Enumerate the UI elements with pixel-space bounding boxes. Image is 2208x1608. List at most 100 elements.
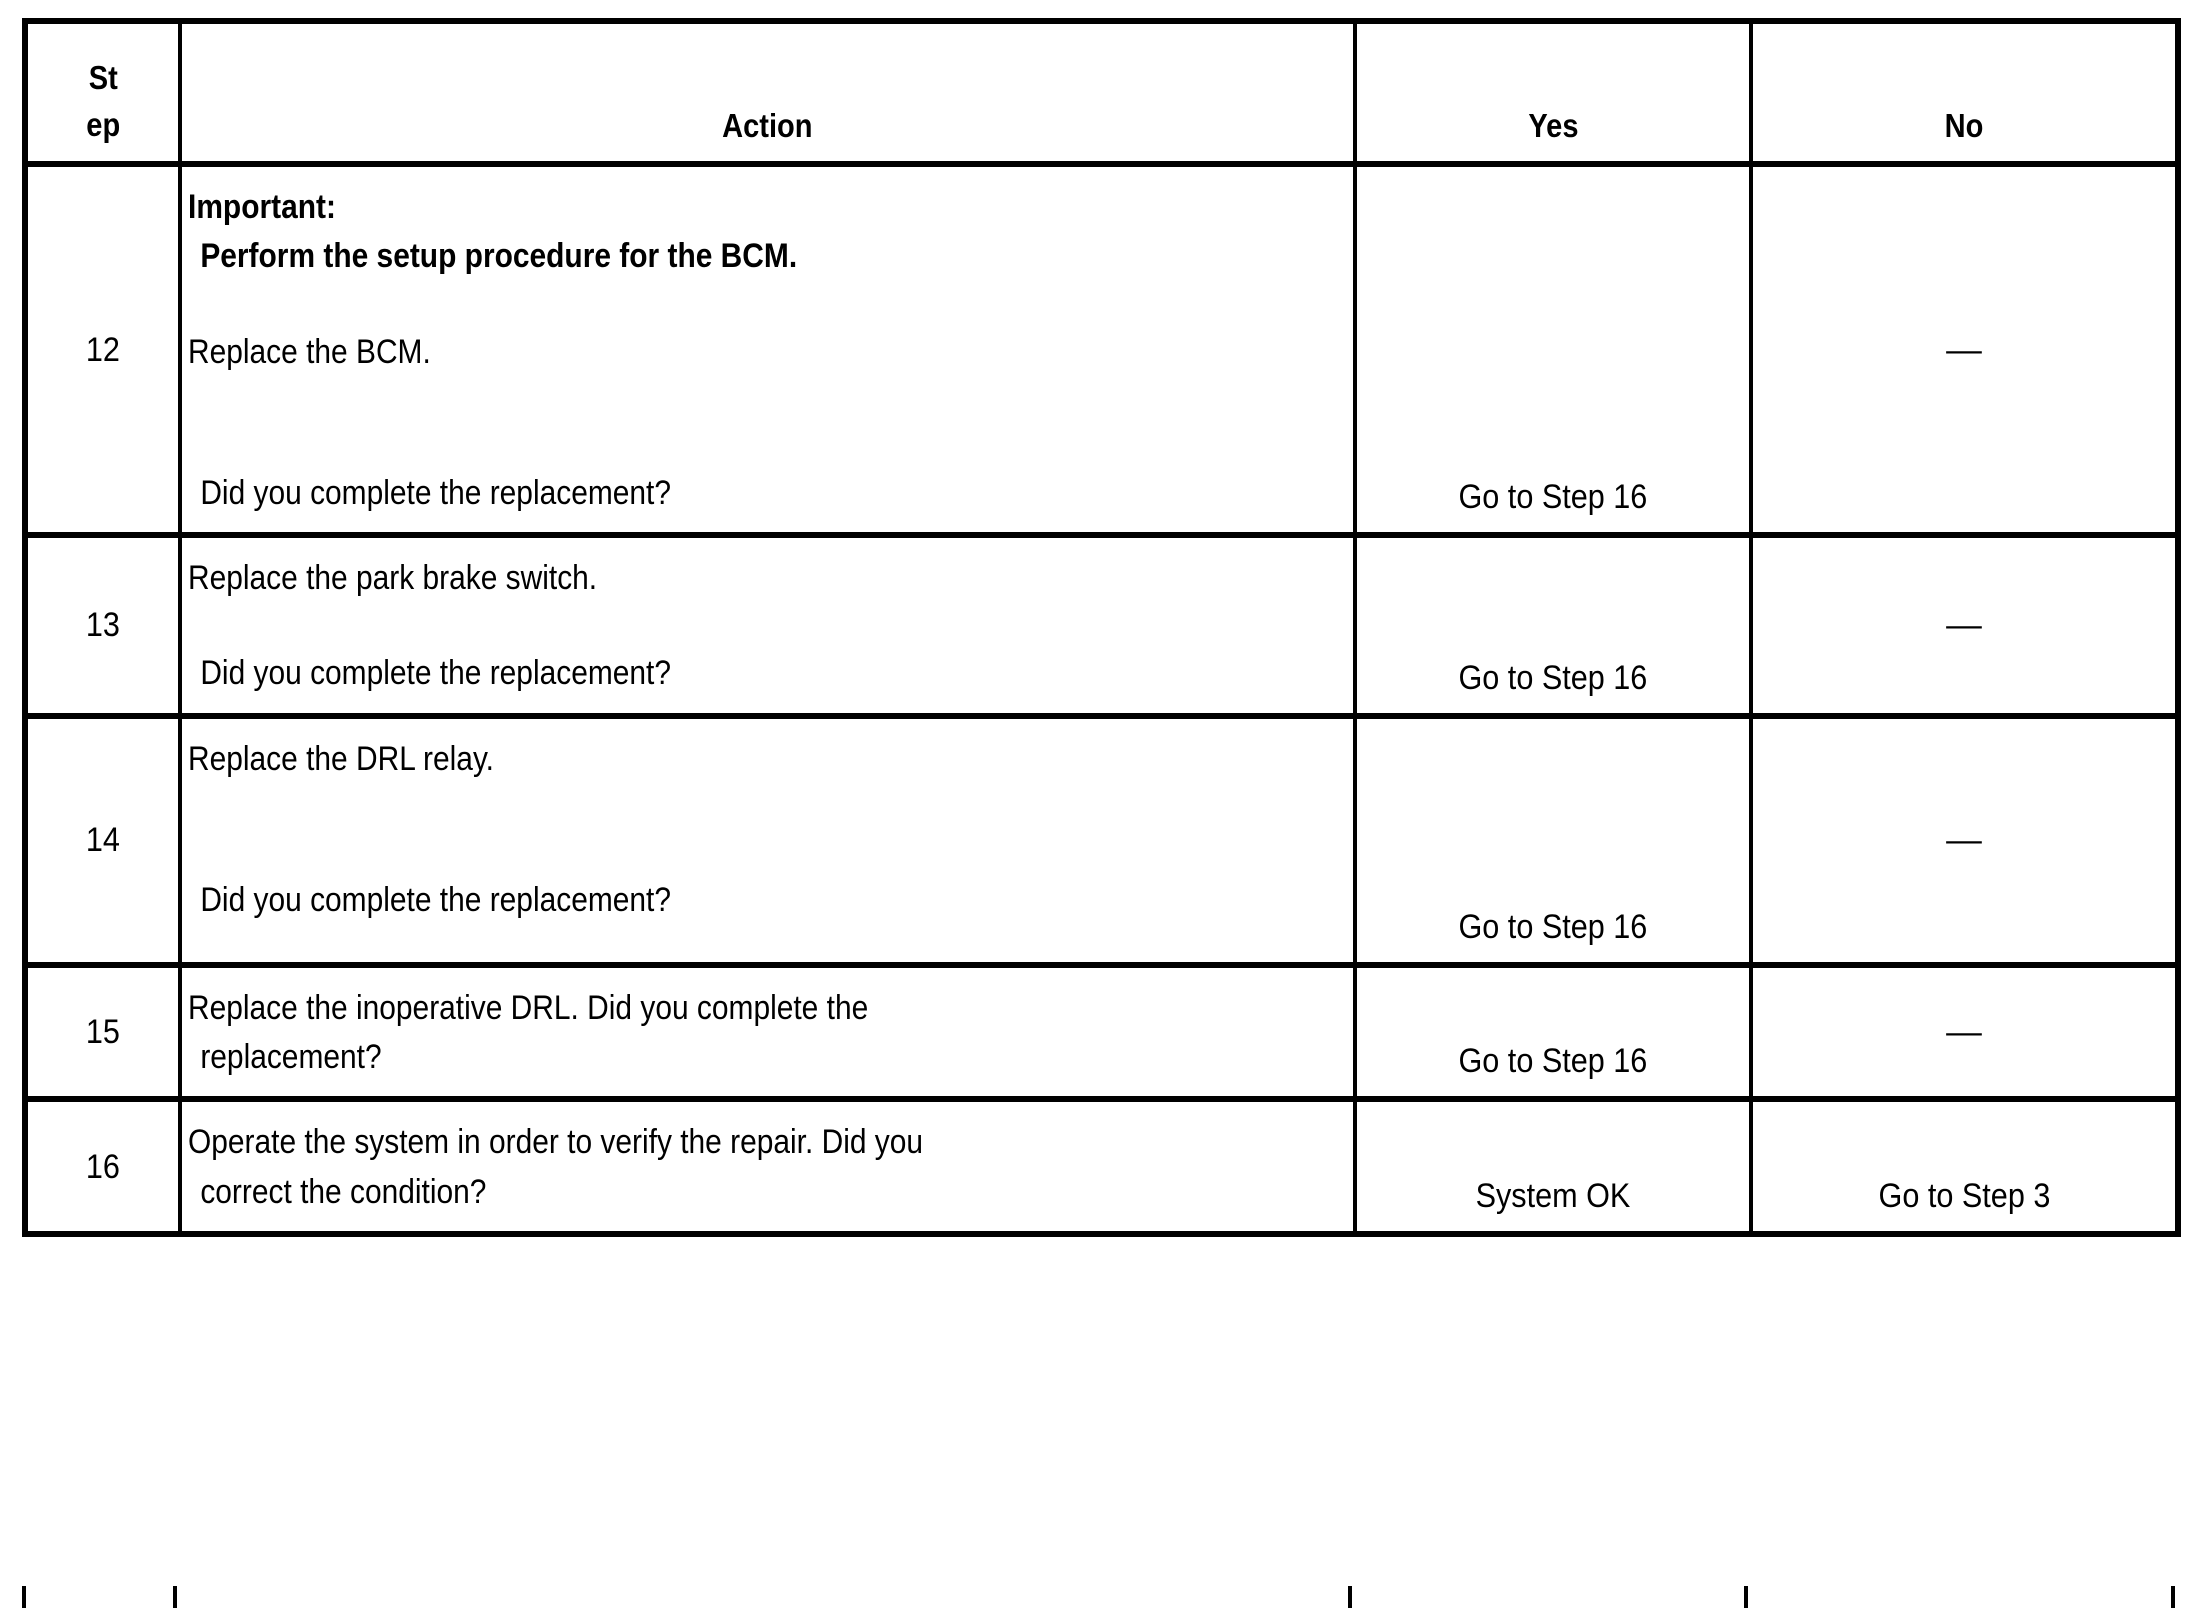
yes-cell-inner: Go to Step 16 xyxy=(1357,167,1749,532)
step-cell-inner: 16 xyxy=(28,1102,178,1231)
step-number: 15 xyxy=(85,1013,121,1052)
column-header-step-label: St ep xyxy=(86,59,120,144)
next-row-stub xyxy=(22,1586,2175,1608)
no-action-dash: — xyxy=(1946,821,1982,860)
no-action-dash: — xyxy=(1946,330,1982,369)
column-header-step: St ep xyxy=(25,21,182,167)
step-number: 13 xyxy=(85,606,121,645)
table-row: 14 Replace the DRL relay. Did you complete… xyxy=(25,712,2178,968)
table-header-row: St ep Action Yes No xyxy=(25,21,2178,167)
yes-cell: Go to Step 16 xyxy=(1353,532,1753,719)
yes-action-text: Go to Step 16 xyxy=(1458,478,1648,517)
stub-border-action-yes xyxy=(1348,1586,1352,1608)
yes-action-text: Go to Step 16 xyxy=(1458,907,1648,946)
action-line: Did you complete the replacement? xyxy=(200,473,671,512)
action-line-spacer xyxy=(188,423,1204,469)
step-cell-inner: 12 xyxy=(28,167,178,532)
column-header-no: No xyxy=(1749,21,2178,167)
column-header-yes-cell: Yes xyxy=(1357,24,1749,161)
yes-action-text: System OK xyxy=(1475,1176,1631,1215)
table-row: 15 Replace the inoperative DRL. Did you c… xyxy=(25,961,2178,1103)
diagnostic-procedure-table: St ep Action Yes No xyxy=(22,18,2181,1237)
step-cell-inner: 14 xyxy=(28,719,178,962)
no-cell-inner: — xyxy=(1753,968,2175,1097)
yes-cell: Go to Step 16 xyxy=(1353,160,1753,539)
step-cell: 15 xyxy=(25,961,182,1103)
step-number: 14 xyxy=(85,821,121,860)
no-cell-inner: — xyxy=(1753,719,2175,962)
table-row: 13 Replace the park brake switch. Did you … xyxy=(25,532,2178,719)
action-line: replacement? xyxy=(200,1038,382,1077)
no-cell-inner: — xyxy=(1753,538,2175,713)
action-cell-inner: Replace the inoperative DRL. Did you com… xyxy=(182,968,1353,1097)
column-header-action-label: Action xyxy=(722,106,813,144)
yes-cell-inner: Go to Step 16 xyxy=(1357,719,1749,962)
action-line-spacer xyxy=(188,377,1204,423)
action-cell: Replace the park brake switch. Did you co… xyxy=(178,532,1357,719)
no-cell: — xyxy=(1749,961,2178,1103)
yes-action-text: Go to Step 16 xyxy=(1458,658,1648,697)
stub-border-left xyxy=(22,1586,26,1608)
no-cell: — xyxy=(1749,712,2178,968)
column-header-action: Action xyxy=(178,21,1357,167)
step-cell: 12 xyxy=(25,160,182,539)
action-line: Replace the park brake switch. xyxy=(188,559,598,598)
action-cell-inner: Replace the park brake switch. Did you co… xyxy=(182,538,1353,713)
table-row: 16 Operate the system in order to verify … xyxy=(25,1096,2178,1237)
yes-cell: Go to Step 16 xyxy=(1353,712,1753,968)
yes-cell-inner: Go to Step 16 xyxy=(1357,968,1749,1097)
stub-border-yes-no xyxy=(1744,1586,1748,1608)
no-cell-inner: — xyxy=(1753,167,2175,532)
action-cell-inner: Replace the DRL relay. Did you complete t… xyxy=(182,719,1353,962)
stub-border-step-action xyxy=(173,1586,177,1608)
no-action-dash: — xyxy=(1946,1013,1982,1052)
action-cell: Replace the DRL relay. Did you complete t… xyxy=(178,712,1357,968)
action-line: Replace the BCM. xyxy=(188,332,431,371)
no-cell: Go to Step 3 xyxy=(1749,1096,2178,1237)
no-action-text: Go to Step 3 xyxy=(1878,1176,2050,1215)
action-cell-inner: Operate the system in order to verify th… xyxy=(182,1102,1353,1231)
table-header: St ep Action Yes No xyxy=(25,21,2178,167)
column-header-yes: Yes xyxy=(1353,21,1753,167)
action-line: correct the condition? xyxy=(200,1172,487,1211)
yes-cell: System OK xyxy=(1353,1096,1753,1237)
table-body: 12 Important:Perform the setup procedure … xyxy=(25,160,2178,1237)
no-cell-inner: Go to Step 3 xyxy=(1753,1102,2175,1231)
action-line-spacer xyxy=(188,282,1204,328)
yes-cell-inner: Go to Step 16 xyxy=(1357,538,1749,713)
action-line-spacer xyxy=(188,830,1204,876)
yes-cell-inner: System OK xyxy=(1357,1102,1749,1231)
no-cell: — xyxy=(1749,160,2178,539)
step-cell: 13 xyxy=(25,532,182,719)
stub-border-right xyxy=(2171,1586,2175,1608)
action-line: Did you complete the replacement? xyxy=(200,881,671,920)
yes-action-text: Go to Step 16 xyxy=(1458,1042,1648,1081)
action-line: Important: xyxy=(188,188,336,226)
step-cell-inner: 13 xyxy=(28,538,178,713)
step-cell-inner: 15 xyxy=(28,968,178,1097)
column-header-step-cell: St ep xyxy=(28,24,178,161)
step-cell: 14 xyxy=(25,712,182,968)
column-header-no-cell: No xyxy=(1753,24,2175,161)
yes-cell: Go to Step 16 xyxy=(1353,961,1753,1103)
step-cell: 16 xyxy=(25,1096,182,1237)
no-cell: — xyxy=(1749,532,2178,719)
action-cell-inner: Important:Perform the setup procedure fo… xyxy=(182,167,1353,532)
column-header-no-label: No xyxy=(1944,106,1984,144)
action-line-spacer xyxy=(188,603,1204,649)
step-number: 12 xyxy=(85,330,121,369)
column-header-yes-label: Yes xyxy=(1527,106,1579,144)
action-line: Replace the DRL relay. xyxy=(188,739,495,778)
action-cell: Replace the inoperative DRL. Did you com… xyxy=(178,961,1357,1103)
action-line-spacer xyxy=(188,784,1204,830)
no-action-dash: — xyxy=(1946,606,1982,645)
action-line: Did you complete the replacement? xyxy=(200,654,671,693)
step-number: 16 xyxy=(85,1147,121,1186)
action-cell: Operate the system in order to verify th… xyxy=(178,1096,1357,1237)
column-header-action-cell: Action xyxy=(182,24,1353,161)
action-line: Operate the system in order to verify th… xyxy=(188,1123,924,1162)
action-cell: Important:Perform the setup procedure fo… xyxy=(178,160,1357,539)
action-line: Replace the inoperative DRL. Did you com… xyxy=(188,988,869,1027)
table-row: 12 Important:Perform the setup procedure … xyxy=(25,160,2178,539)
